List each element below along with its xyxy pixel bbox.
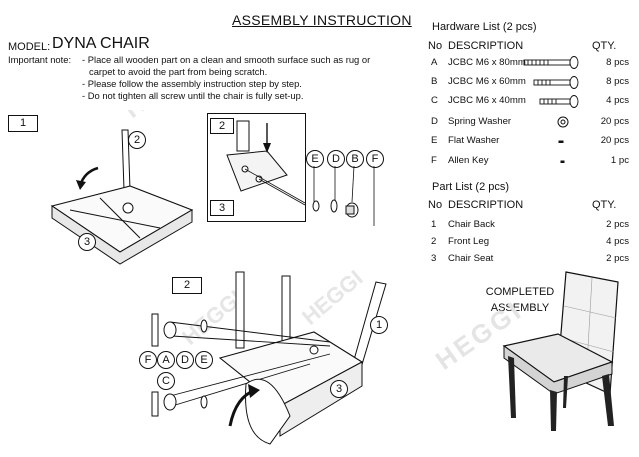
- hardware-row-no: A: [431, 57, 438, 68]
- hardware-row-description: JCBC M6 x 80mm: [448, 57, 526, 68]
- hardware-row-no: C: [431, 95, 438, 106]
- svg-text:HEGGI: HEGGI: [118, 110, 200, 124]
- bolt-40-icon: [539, 95, 579, 108]
- note-line-4: - Do not tighten all screw until the cha…: [82, 90, 304, 101]
- note-line-2: carpet to avoid the part from being scra…: [89, 66, 268, 77]
- detail-seat-label: 3: [210, 200, 234, 216]
- detail-leg-label: 2: [210, 118, 234, 134]
- part-col-description: DESCRIPTION: [448, 199, 524, 211]
- part-row-description: Front Leg: [448, 236, 490, 247]
- callout-front-leg-step1: 2: [128, 131, 146, 149]
- callout-e-step2: E: [195, 351, 213, 369]
- callout-e-step1: E: [306, 150, 324, 168]
- hardware-row-qty: 8 pcs: [606, 57, 629, 68]
- document-title: ASSEMBLY INSTRUCTION: [232, 12, 412, 28]
- hardware-row-no: B: [431, 76, 438, 87]
- callout-f-step2: F: [139, 351, 157, 369]
- hardware-row-qty: 4 pcs: [606, 95, 629, 106]
- step-2-marker: 2: [172, 277, 202, 294]
- callout-chair-back-step2: 1: [370, 316, 388, 334]
- hardware-row-no: D: [431, 116, 438, 127]
- hardware-row-qty: 20 pcs: [600, 135, 629, 146]
- model-label: MODEL:: [8, 41, 51, 53]
- part-row-description: Chair Back: [448, 219, 495, 230]
- flat-washer-icon: [558, 140, 564, 143]
- hardware-col-description: DESCRIPTION: [448, 40, 524, 52]
- part-row-no: 2: [431, 236, 437, 247]
- hardware-row-qty: 20 pcs: [600, 116, 629, 127]
- part-col-no: No: [428, 199, 443, 211]
- step-1-hardware-exploded: [312, 166, 375, 226]
- model-name: DYNA CHAIR: [52, 35, 150, 52]
- completed-label-line-1: COMPLETED: [485, 286, 555, 298]
- hardware-row-description: Allen Key: [448, 155, 489, 166]
- completed-label-line-2: ASSEMBLY: [490, 302, 550, 314]
- note-line-1: - Place all wooden part on a clean and s…: [82, 54, 371, 65]
- callout-a-step2: A: [157, 351, 175, 369]
- callout-f-step1: F: [366, 150, 384, 168]
- hardware-row-qty: 1 pc: [610, 155, 629, 166]
- hardware-row-qty: 8 pcs: [606, 76, 629, 87]
- hardware-row-description: JCBC M6 x 40mm: [448, 95, 526, 106]
- hardware-col-no: No: [428, 40, 443, 52]
- hardware-row-description: Spring Washer: [448, 116, 512, 127]
- part-row-qty: 2 pcs: [606, 253, 629, 264]
- completed-assembly-label: COMPLETED ASSEMBLY: [470, 284, 570, 316]
- detail-inset-box: [207, 113, 306, 222]
- important-note-label: Important note:: [8, 54, 72, 65]
- callout-b-step1: B: [346, 150, 364, 168]
- svg-text:HEGGI: HEGGI: [297, 266, 367, 330]
- note-line-3: - Please follow the assembly instruction…: [82, 78, 302, 89]
- part-list-title: Part List (2 pcs): [432, 181, 510, 193]
- hardware-col-qty: QTY.: [592, 40, 617, 52]
- hardware-icons: [523, 56, 579, 163]
- hardware-row-description: Flat Washer: [448, 135, 500, 146]
- callout-d-step2: D: [176, 351, 194, 369]
- part-col-qty: QTY.: [592, 199, 617, 211]
- bolt-80-icon: [523, 56, 579, 69]
- hardware-row-no: F: [431, 155, 437, 166]
- completed-chair-illustration: [502, 271, 619, 431]
- part-row-qty: 4 pcs: [606, 236, 629, 247]
- callout-seat-step1: 3: [78, 233, 96, 251]
- callout-seat-step2: 3: [330, 380, 348, 398]
- hardware-row-no: E: [431, 135, 438, 146]
- step-1-marker: 1: [8, 115, 38, 132]
- step-1-illustration: HEGGI: [50, 110, 200, 265]
- part-row-no: 1: [431, 219, 437, 230]
- part-row-no: 3: [431, 253, 437, 264]
- allen-key-icon: [560, 160, 565, 163]
- hardware-row-description: JCBC M6 x 60mm: [448, 76, 526, 87]
- callout-d-step1: D: [327, 150, 345, 168]
- callout-c-step2: C: [157, 372, 175, 390]
- hardware-list-title: Hardware List (2 pcs): [432, 21, 537, 33]
- bolt-60-icon: [533, 76, 579, 89]
- part-row-description: Chair Seat: [448, 253, 494, 264]
- spring-washer-icon: [557, 116, 569, 128]
- part-row-qty: 2 pcs: [606, 219, 629, 230]
